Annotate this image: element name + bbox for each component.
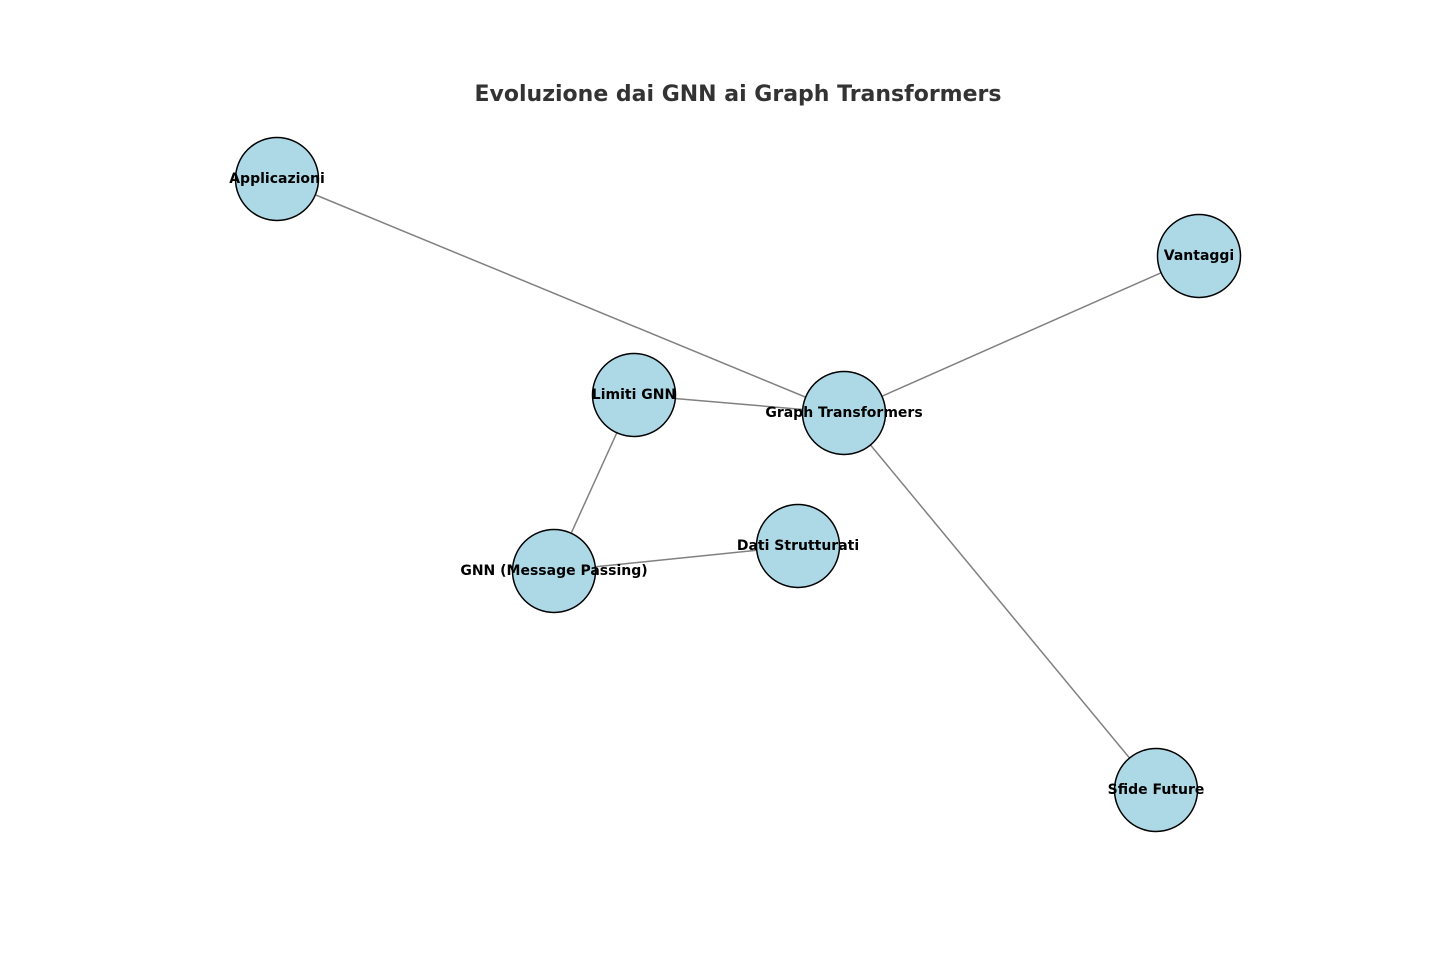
node-label-sfide: Sfide Future <box>1108 782 1205 798</box>
node-sfide: Sfide Future <box>1108 747 1205 833</box>
node-circle-applicazioni <box>234 136 320 222</box>
edges-layer <box>276 178 1200 791</box>
diagram-title: Evoluzione dai GNN ai Graph Transformers <box>474 82 1002 107</box>
node-label-dati: Dati Strutturati <box>737 538 859 554</box>
node-label-vantaggi: Vantaggi <box>1164 248 1234 264</box>
node-circle-graph_transformers <box>801 370 887 456</box>
node-label-limiti: Limiti GNN <box>592 387 676 403</box>
edge-applicazioni-graph_transformers <box>276 178 845 414</box>
node-circle-gnn <box>511 528 597 614</box>
node-label-graph_transformers: Graph Transformers <box>765 405 922 421</box>
node-dati: Dati Strutturati <box>737 503 859 589</box>
node-gnn: GNN (Message Passing) <box>460 528 648 614</box>
node-vantaggi: Vantaggi <box>1156 213 1242 299</box>
edge-vantaggi-graph_transformers <box>843 255 1200 414</box>
node-limiti: Limiti GNN <box>591 352 677 438</box>
node-applicazioni: Applicazioni <box>229 136 325 222</box>
node-circle-dati <box>755 503 841 589</box>
node-circle-limiti <box>591 352 677 438</box>
node-label-applicazioni: Applicazioni <box>229 171 325 187</box>
node-circle-sfide <box>1113 747 1199 833</box>
node-circle-vantaggi <box>1156 213 1242 299</box>
node-label-gnn: GNN (Message Passing) <box>460 563 647 579</box>
edge-graph_transformers-sfide <box>843 412 1157 791</box>
node-graph_transformers: Graph Transformers <box>765 370 923 456</box>
